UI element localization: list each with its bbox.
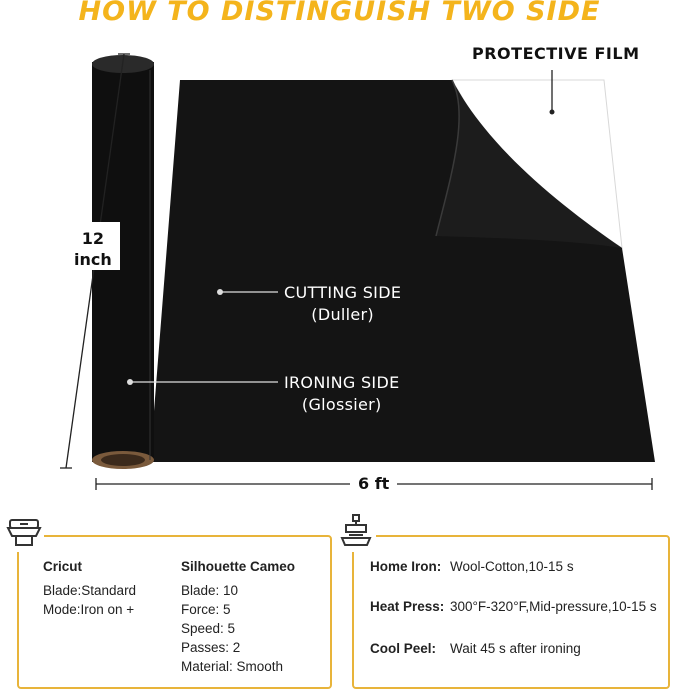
heat-value: Wool-Cotton,10-15 s — [450, 559, 574, 574]
cricut-setting: Blade:Standard — [43, 583, 137, 598]
width-label: 6 ft — [350, 474, 398, 493]
heat-label: Cool Peel: — [370, 641, 437, 656]
protective-film-label: PROTECTIVE FILM — [472, 44, 640, 63]
cricut-setting: Mode:Iron on + — [43, 602, 135, 617]
heat-press-icon — [336, 512, 376, 552]
silhouette-setting: Speed: 5 — [181, 621, 236, 636]
height-unit: inch — [74, 250, 112, 269]
vinyl-roll-illustration — [60, 53, 655, 490]
silhouette-setting: Passes: 2 — [181, 640, 241, 655]
heat-settings-card: Home Iron: Wool-Cotton,10-15 s Heat Pres… — [352, 535, 670, 689]
heat-label: Heat Press: — [370, 599, 445, 614]
ironing-side-title: IRONING SIDE — [284, 373, 400, 392]
heat-label: Home Iron: — [370, 559, 442, 574]
ironing-side-note: (Glossier) — [301, 395, 382, 414]
page-title: HOW TO DISTINGUISH TWO SIDE — [78, 0, 601, 27]
vinyl-sheet — [150, 80, 655, 462]
silhouette-setting: Force: 5 — [181, 602, 231, 617]
cutting-side-note: (Duller) — [311, 305, 374, 324]
peeled-corner — [436, 80, 622, 248]
ironing-side-label: IRONING SIDE (Glossier) — [284, 372, 399, 416]
height-label: 12 inch — [74, 228, 112, 270]
silhouette-heading: Silhouette Cameo — [181, 559, 296, 574]
heat-value: Wait 45 s after ironing — [450, 641, 581, 656]
cricut-heading: Cricut — [43, 559, 83, 574]
cutting-side-title: CUTTING SIDE — [284, 283, 402, 302]
heat-value: 300°F-320°F,Mid-pressure,10-15 s — [450, 599, 657, 614]
cutting-machine-icon — [4, 512, 44, 552]
cutting-side-label: CUTTING SIDE (Duller) — [284, 282, 401, 326]
silhouette-setting: Blade: 10 — [181, 583, 239, 598]
height-value: 12 — [81, 229, 104, 248]
machine-settings-card: Cricut Blade:Standard Mode:Iron on + Sil… — [17, 535, 332, 689]
silhouette-setting: Material: Smooth — [181, 659, 284, 674]
